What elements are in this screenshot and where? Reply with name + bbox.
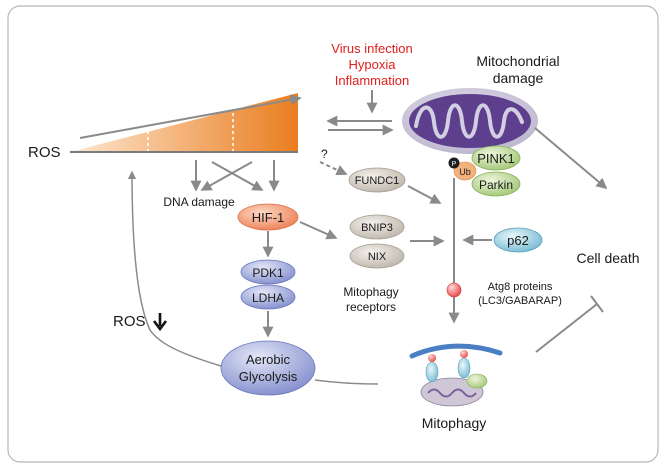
ros-to-fundc1-dashed-arrow [319, 161, 348, 176]
pdk1-label: PDK1 [252, 266, 284, 280]
p62-label: p62 [507, 233, 529, 248]
phosphate-icon [448, 157, 460, 169]
ros-down-label: ROS [113, 313, 146, 330]
pink1-node [471, 145, 521, 171]
parkin-label: Parkin [479, 178, 513, 192]
pink1-parkin-complex: PINK1 Parkin Ub P [448, 145, 521, 197]
pink1-label: PINK1 [477, 151, 515, 166]
aerobic-glycolysis-node [220, 340, 316, 396]
mitochondrion-icon [402, 88, 538, 154]
mitophagy-illustration-icon [409, 343, 503, 407]
nix-label: NIX [368, 251, 387, 263]
bnip3-node [349, 214, 405, 240]
ros-increase-arrow [79, 94, 302, 139]
mito-damage-title-2: damage [493, 70, 544, 86]
hypoxia-label: Hypoxia [349, 57, 397, 72]
ldha-node [240, 284, 296, 310]
question-mark: ? [321, 147, 328, 161]
ubiquitin-icon [453, 161, 477, 181]
ros-label: ROS [28, 144, 61, 161]
mitophagy-receptors-label-1: Mitophagy [343, 285, 398, 299]
p62-node [493, 227, 543, 253]
hif1-label: HIF-1 [252, 210, 285, 225]
p-label: P [452, 161, 457, 168]
inflammation-label: Inflammation [335, 73, 409, 88]
fundc1-label: FUNDC1 [355, 175, 400, 187]
parkin-node [471, 171, 521, 197]
ros-to-dna-arrow-b [200, 161, 253, 191]
virus-infection-label: Virus infection [331, 41, 412, 56]
ros-gradient-wedge [70, 93, 302, 153]
atg8-label-1: Atg8 proteins [488, 281, 553, 293]
glycolysis-to-ros-feedback-arrow [127, 170, 222, 367]
atg8-label-2: (LC3/GABARAP) [478, 295, 562, 307]
mitophagy-receptors-label-2: receptors [346, 300, 396, 314]
pdk1-node [240, 259, 296, 285]
glycolysis-mitophagy-link [314, 379, 379, 385]
ros-to-hif-arrow-a [211, 161, 264, 191]
fundc1-node [348, 167, 406, 193]
bnip3-label: BNIP3 [361, 222, 393, 234]
dna-damage-label: DNA damage [163, 195, 235, 209]
hif1-node [237, 203, 299, 231]
mito-to-cell-death-arrow [534, 127, 608, 190]
panel-border [7, 5, 659, 463]
ub-label: Ub [459, 167, 471, 177]
glycolysis-label: Glycolysis [239, 369, 298, 384]
mito-damage-title-1: Mitochondrial [476, 53, 559, 69]
mitophagy-inhibits-cell-death [535, 295, 604, 353]
ldha-label: LDHA [252, 291, 284, 305]
hif-to-receptors-arrow [299, 221, 338, 240]
cell-death-label: Cell death [576, 250, 639, 266]
mitophagy-label: Mitophagy [422, 415, 487, 431]
aerobic-label: Aerobic [246, 352, 291, 367]
down-arrow-icon [152, 313, 168, 332]
atg8-dot-icon [446, 282, 462, 298]
nix-node [349, 243, 405, 269]
fundc1-to-pathway-arrow [407, 185, 442, 204]
